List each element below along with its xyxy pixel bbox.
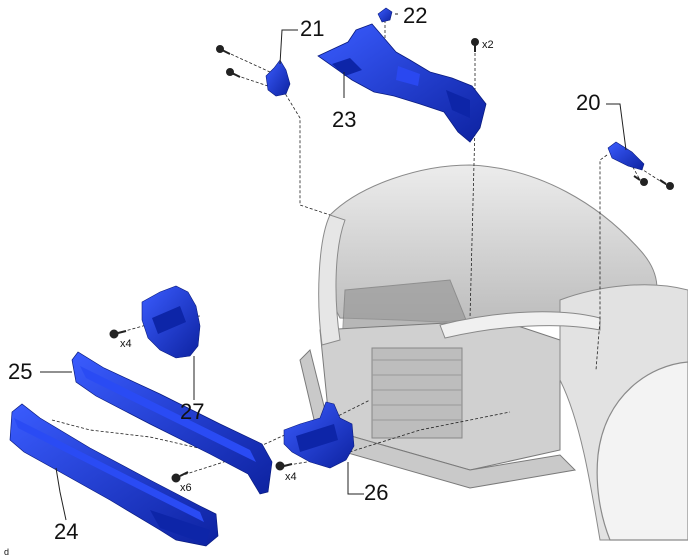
callout-25: 25 — [8, 359, 33, 384]
bolt-icon — [216, 45, 231, 55]
callout-21: 21 — [300, 16, 325, 41]
bolt-icons — [109, 38, 674, 483]
bolt-icon — [633, 175, 648, 186]
bolt-icon — [226, 68, 241, 78]
upper-support-bar — [439, 311, 601, 339]
part-21-bracket — [265, 59, 291, 97]
bolt-icon — [471, 38, 479, 52]
quantity-top-bolt: x2 — [482, 39, 494, 51]
bolt-icon — [171, 471, 189, 483]
lower-front-structure — [299, 349, 577, 489]
left-fender-edge — [318, 214, 346, 346]
part-23-support-cover — [317, 23, 487, 143]
part-22-clip — [377, 7, 393, 23]
vehicle-front-body — [299, 164, 688, 541]
bolt-icon — [109, 329, 127, 339]
bolt-icon — [275, 461, 293, 471]
callout-20: 20 — [576, 90, 601, 115]
callout-26: 26 — [364, 480, 389, 505]
quantity-reinforcement-bolt: x6 — [180, 482, 192, 494]
quantity-bracket26-bolt: x4 — [285, 471, 297, 483]
callout-leader-lines — [40, 13, 627, 521]
callout-27: 27 — [180, 399, 205, 424]
corner-mark: d — [4, 547, 10, 557]
bolt-icon — [659, 179, 674, 190]
quantity-bracket27-bolt: x4 — [120, 338, 132, 350]
callout-22: 22 — [403, 3, 428, 28]
radiator-core — [371, 347, 463, 439]
part-20-bracket — [607, 141, 645, 171]
callout-23: 23 — [332, 107, 357, 132]
callout-24: 24 — [54, 519, 79, 544]
